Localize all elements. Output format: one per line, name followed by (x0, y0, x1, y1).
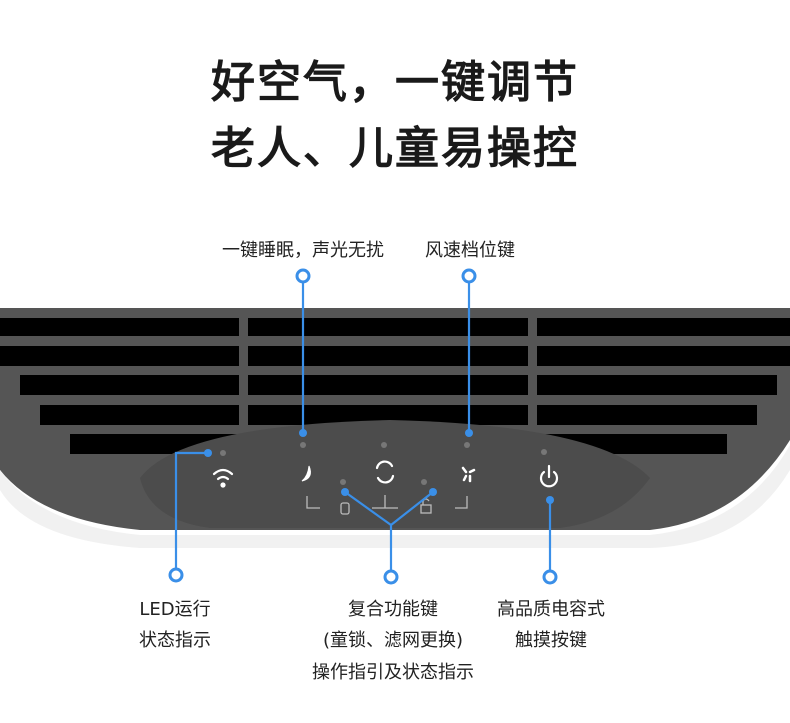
led-label-1: LED运行 (139, 599, 211, 620)
sleep-label: 一键睡眠，声光无扰 (222, 240, 384, 261)
grille (0, 308, 790, 548)
multi-label-3: 操作指引及状态指示 (312, 662, 474, 683)
filter-icon (340, 502, 350, 515)
headline-line-2: 老人、儿童易操控 (211, 123, 579, 174)
cycle-icon (375, 460, 395, 484)
moon-icon (301, 465, 311, 482)
touch-label-2: 触摸按键 (515, 630, 587, 651)
led-label-2: 状态指示 (139, 630, 211, 651)
fan-icon (461, 466, 476, 483)
multi-label-2: (童锁、滤网更换) (322, 630, 464, 651)
touch-panel (140, 420, 650, 528)
touch-label-1: 高品质电容式 (497, 599, 605, 620)
headline-line-1: 好空气，一键调节 (211, 57, 579, 108)
power-icon (539, 464, 559, 488)
multi-label-1: 复合功能键 (348, 599, 438, 620)
callout-lines (174, 280, 552, 572)
fan-speed-label: 风速档位键 (425, 240, 515, 261)
wifi-icon (212, 468, 234, 488)
callout-rings (168, 268, 558, 585)
